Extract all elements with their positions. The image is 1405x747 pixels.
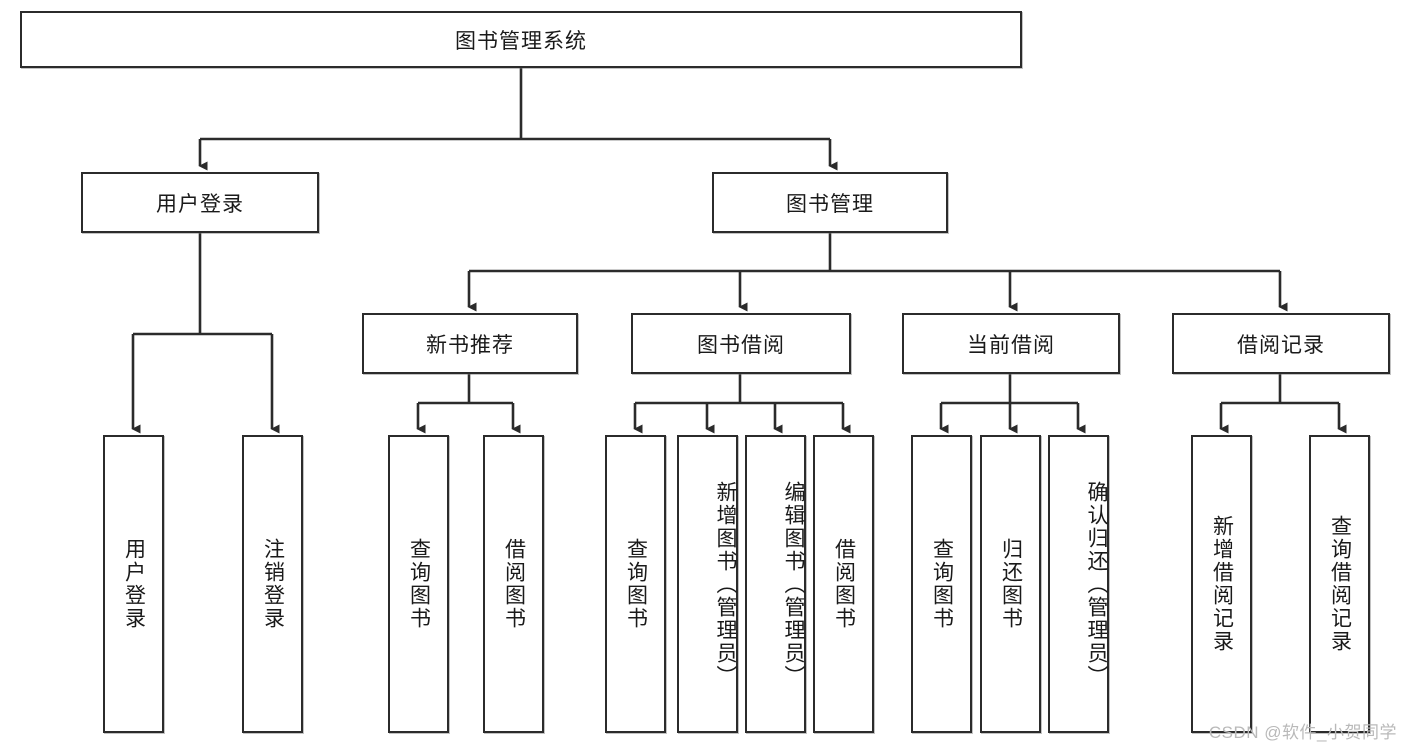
leaf-add-record[interactable]: 新增借阅记录 bbox=[1191, 435, 1252, 733]
node-new-book-recommend[interactable]: 新书推荐 bbox=[362, 313, 578, 374]
leaf-edit-book-label: 编辑图书（管理员） bbox=[782, 480, 805, 688]
leaf-query-book-1-label: 查询图书 bbox=[407, 538, 431, 630]
node-borrow-records[interactable]: 借阅记录 bbox=[1172, 313, 1390, 374]
node-root-label: 图书管理系统 bbox=[455, 29, 587, 53]
node-book-borrow-label: 图书借阅 bbox=[697, 333, 785, 357]
leaf-query-book-3-label: 查询图书 bbox=[930, 538, 954, 630]
leaf-borrow-book-2[interactable]: 借阅图书 bbox=[813, 435, 874, 733]
node-user-login[interactable]: 用户登录 bbox=[81, 172, 319, 233]
node-current-borrow-label: 当前借阅 bbox=[967, 333, 1055, 357]
leaf-borrow-book-1-label: 借阅图书 bbox=[502, 538, 526, 630]
leaf-query-book-2-label: 查询图书 bbox=[624, 538, 648, 630]
leaf-add-book-label: 新增图书（管理员） bbox=[714, 480, 737, 688]
node-book-management-label: 图书管理 bbox=[786, 192, 874, 216]
watermark-text: CSDN @软件_小贺同学 bbox=[1208, 723, 1397, 742]
leaf-user-logout[interactable]: 注销登录 bbox=[242, 435, 303, 733]
leaf-query-record-label: 查询借阅记录 bbox=[1328, 515, 1352, 653]
node-user-login-label: 用户登录 bbox=[156, 192, 244, 216]
leaf-return-book[interactable]: 归还图书 bbox=[980, 435, 1041, 733]
leaf-confirm-return-label: 确认归还（管理员） bbox=[1085, 480, 1108, 688]
node-book-borrow[interactable]: 图书借阅 bbox=[631, 313, 851, 374]
leaf-borrow-book-2-label: 借阅图书 bbox=[832, 538, 856, 630]
leaf-add-book[interactable]: 新增图书（管理员） bbox=[677, 435, 738, 733]
leaf-confirm-return[interactable]: 确认归还（管理员） bbox=[1048, 435, 1109, 733]
leaf-query-book-1[interactable]: 查询图书 bbox=[388, 435, 449, 733]
leaf-edit-book[interactable]: 编辑图书（管理员） bbox=[745, 435, 806, 733]
leaf-user-login[interactable]: 用户登录 bbox=[103, 435, 164, 733]
node-new-book-recommend-label: 新书推荐 bbox=[426, 333, 514, 357]
leaf-user-login-label: 用户登录 bbox=[122, 538, 146, 630]
node-borrow-records-label: 借阅记录 bbox=[1237, 333, 1325, 357]
leaf-return-book-label: 归还图书 bbox=[999, 538, 1023, 630]
leaf-query-record[interactable]: 查询借阅记录 bbox=[1309, 435, 1370, 733]
leaf-borrow-book-1[interactable]: 借阅图书 bbox=[483, 435, 544, 733]
leaf-query-book-2[interactable]: 查询图书 bbox=[605, 435, 666, 733]
node-current-borrow[interactable]: 当前借阅 bbox=[902, 313, 1120, 374]
leaf-add-record-label: 新增借阅记录 bbox=[1210, 515, 1234, 653]
leaf-user-logout-label: 注销登录 bbox=[261, 538, 285, 630]
node-book-management[interactable]: 图书管理 bbox=[712, 172, 948, 233]
node-root[interactable]: 图书管理系统 bbox=[20, 11, 1022, 68]
leaf-query-book-3[interactable]: 查询图书 bbox=[911, 435, 972, 733]
